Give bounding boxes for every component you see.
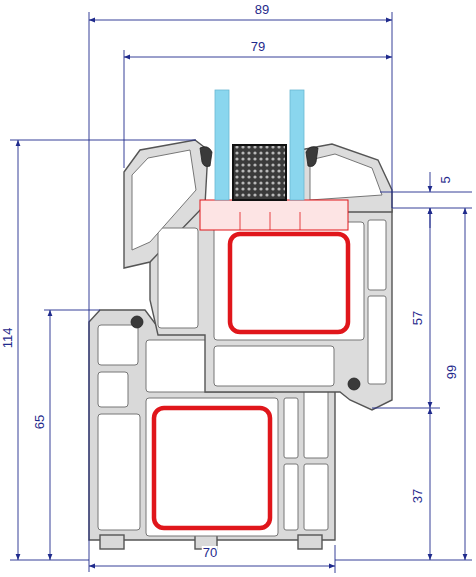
dimension-label: 99 bbox=[445, 364, 459, 380]
sash-steel-reinforcement bbox=[230, 234, 348, 332]
dimension-lines bbox=[10, 12, 472, 573]
spacer-bar bbox=[233, 145, 286, 200]
dimension-label: 57 bbox=[411, 310, 425, 326]
glass-pane bbox=[215, 90, 229, 200]
dimension-label: 114 bbox=[1, 327, 15, 350]
gasket bbox=[131, 147, 360, 390]
sash-profile bbox=[124, 140, 392, 410]
dimension-label: 79 bbox=[250, 40, 266, 54]
dimension-label: 5 bbox=[439, 175, 453, 184]
dimension-label: 89 bbox=[254, 3, 270, 17]
glazing-block bbox=[200, 200, 348, 230]
frame-steel-reinforcement bbox=[154, 408, 270, 528]
dimension-label: 70 bbox=[202, 546, 218, 560]
dimension-label: 37 bbox=[411, 488, 425, 504]
glazing-block-ribs bbox=[240, 212, 300, 230]
dimension-label: 65 bbox=[33, 414, 47, 430]
glass-pane bbox=[290, 90, 304, 200]
